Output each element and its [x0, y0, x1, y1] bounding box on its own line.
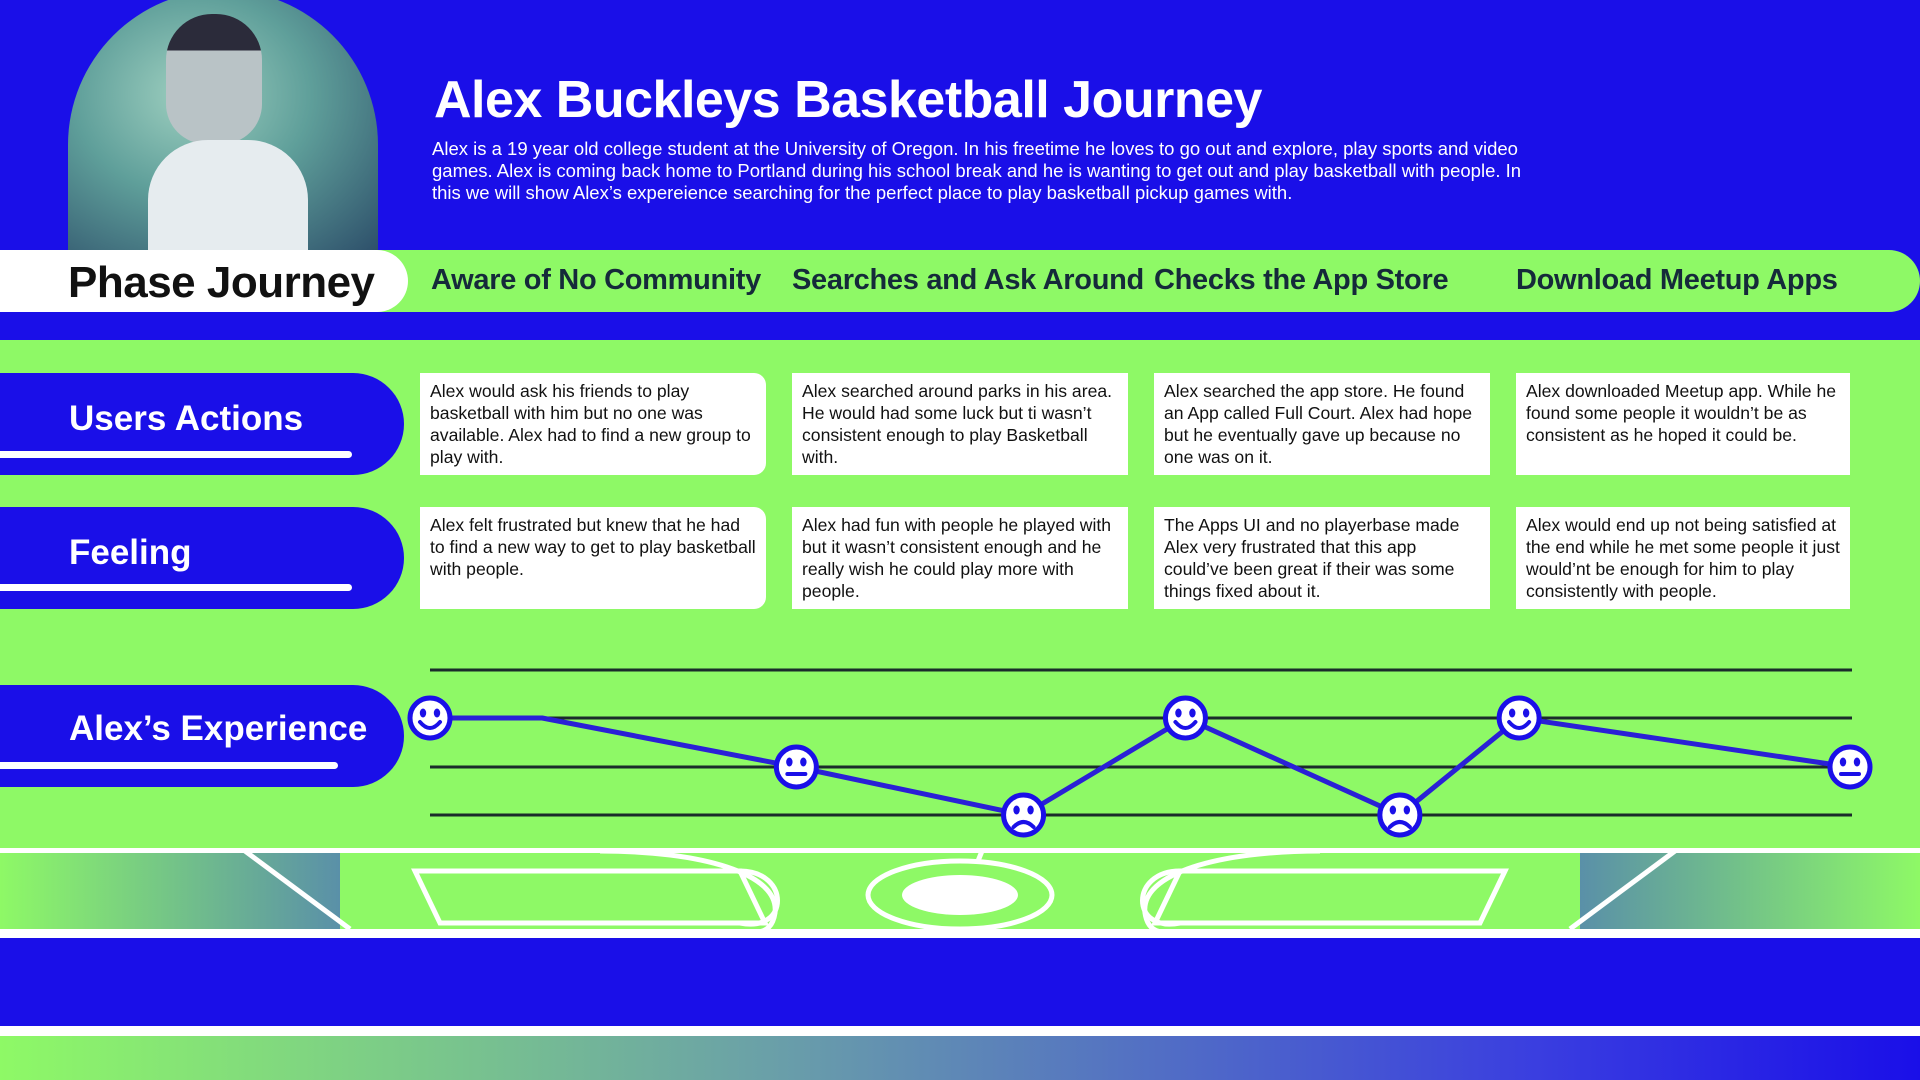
users-actions-label: Users Actions [0, 373, 404, 475]
footer-band [0, 938, 1920, 1026]
underline [0, 584, 352, 591]
phase-4: Download Meetup Apps [1516, 264, 1838, 296]
phase-1: Aware of No Community [431, 264, 761, 296]
court-graphic [0, 848, 1920, 938]
happy-face-icon [1496, 695, 1542, 741]
action-card-1: Alex would ask his friends to play baske… [420, 373, 766, 475]
underline [0, 762, 338, 769]
experience-label: Alex’s Experience [0, 685, 404, 787]
phase-journey-text: Phase Journey [68, 258, 375, 307]
underline [0, 451, 352, 458]
footer-gradient [0, 1036, 1920, 1080]
neutral-face-icon [1827, 744, 1873, 790]
page-title: Alex Buckleys Basketball Journey [434, 71, 1262, 129]
intro-text: Alex is a 19 year old college student at… [432, 138, 1522, 203]
court-gradient-left [0, 853, 340, 929]
footer-divider [0, 1026, 1920, 1036]
phase-2: Searches and Ask Around [792, 264, 1144, 296]
experience-line [430, 715, 1851, 818]
phase-journey-label: Phase Journey [0, 250, 408, 312]
feeling-card-1: Alex felt frustrated but knew that he ha… [420, 507, 766, 609]
court-gradient-right [1580, 853, 1920, 929]
person-head [166, 14, 262, 144]
action-card-3: Alex searched the app store. He found an… [1154, 373, 1490, 475]
feeling-label: Feeling [0, 507, 404, 609]
happy-face-icon [407, 695, 453, 741]
mood-markers [407, 695, 1873, 838]
profile-photo [68, 0, 378, 252]
action-card-2: Alex searched around parks in his area. … [792, 373, 1128, 475]
court-lines [243, 853, 1677, 929]
person-body [148, 140, 308, 252]
feeling-text: Feeling [69, 533, 192, 572]
action-card-4: Alex downloaded Meetup app. While he fou… [1516, 373, 1850, 475]
neutral-face-icon [773, 744, 819, 790]
users-actions-text: Users Actions [69, 399, 304, 438]
experience-gridlines [430, 668, 1852, 817]
sad-face-icon [1001, 792, 1047, 838]
experience-text: Alex’s Experience [69, 709, 368, 748]
sad-face-icon [1377, 792, 1423, 838]
happy-face-icon [1162, 695, 1208, 741]
feeling-card-2: Alex had fun with people he played with … [792, 507, 1128, 609]
feeling-card-4: Alex would end up not being satisfied at… [1516, 507, 1850, 609]
feeling-card-3: The Apps UI and no playerbase made Alex … [1154, 507, 1490, 609]
phase-3: Checks the App Store [1154, 264, 1449, 296]
